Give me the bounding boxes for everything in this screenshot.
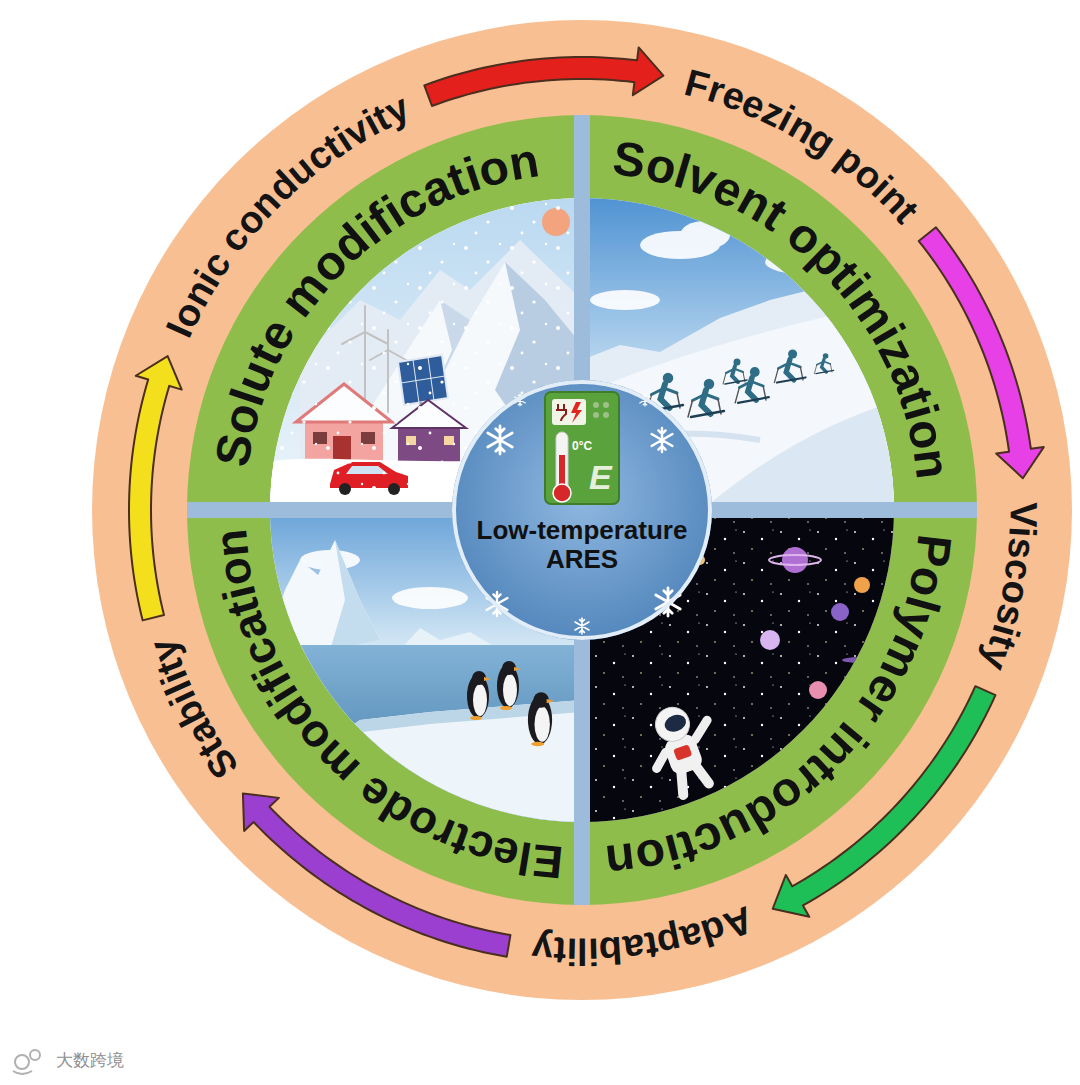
- center-disc: [452, 380, 712, 640]
- center-disc: [452, 380, 712, 640]
- circle-outline: [452, 380, 712, 640]
- battery-thermometer-icon: [593, 402, 599, 408]
- ski-slope-scene: [774, 349, 805, 382]
- space-scene: [809, 681, 827, 699]
- property-segment: Adaptability: [506, 872, 772, 976]
- strategy-sector: Polymer introduction: [571, 500, 964, 892]
- strategy-sector-text: Polymer introduction: [571, 500, 964, 892]
- strategy-sector: Solute modification: [203, 131, 575, 501]
- strategy-sector-text: Electrode modification: [202, 496, 595, 890]
- center-circle-text: Low-temperature ARES: [467, 516, 697, 574]
- strategy-sector: Electrode modification: [202, 496, 595, 890]
- snowflake-icons: [488, 426, 512, 454]
- glyph: t: [553, 931, 568, 970]
- glyph: P: [907, 532, 958, 569]
- ski-slope-scene: [688, 379, 724, 417]
- battery-thermometer-icon: [571, 402, 582, 423]
- space-scene: [854, 577, 870, 593]
- space-scene: [690, 720, 712, 739]
- glyph: V: [1004, 502, 1042, 527]
- battery-thermometer-icon: [603, 402, 609, 408]
- ski-slope-scene: [590, 290, 660, 310]
- glyph: l: [577, 932, 588, 970]
- ski-slope-scene: [723, 359, 747, 385]
- polar-scene: [392, 587, 468, 609]
- glyph: n: [604, 835, 638, 886]
- cycle-arrow: [424, 47, 663, 105]
- circle-outline: [454, 382, 710, 638]
- cycle-arrow: [129, 356, 182, 620]
- battery-thermometer-icon: [603, 412, 609, 418]
- ski-slope-scene: [735, 367, 769, 403]
- space-scene: [782, 547, 808, 573]
- battery-thermometer-icon: [556, 404, 566, 421]
- glyph: i: [588, 932, 600, 970]
- polar-scene: [497, 661, 521, 710]
- ski-slope-scene: [700, 400, 900, 512]
- glyph: y: [530, 930, 554, 970]
- battery-thermometer-icon: [553, 484, 571, 502]
- battery-thermometer-icon: [556, 432, 568, 492]
- inner-ring: [187, 115, 977, 905]
- quadrant-divider: [187, 115, 977, 905]
- glyph: a: [621, 928, 646, 968]
- quadrant-divider: [187, 115, 977, 905]
- property-segment-text: Adaptability: [506, 872, 772, 976]
- space-scene: [760, 630, 780, 650]
- strategy-sector: Solvent optimization: [579, 129, 963, 514]
- glyph: i: [566, 932, 577, 970]
- outer-ring: [92, 20, 1072, 1000]
- space-scene: [842, 657, 878, 663]
- watermark: 大数跨境: [56, 1051, 124, 1071]
- battery-thermometer-icon: [545, 392, 619, 504]
- space-scene: [651, 703, 695, 747]
- temperature-mark: 0°C: [572, 440, 592, 454]
- glyph: n: [207, 527, 255, 559]
- battery-thermometer-icon: [552, 399, 586, 425]
- space-scene: [769, 555, 821, 565]
- space-scene: [673, 744, 692, 761]
- glyph: n: [906, 446, 957, 481]
- outer-ring: [92, 20, 1072, 1000]
- center-circle: Low-temperature ARES: [452, 380, 712, 640]
- watermark-logo: [15, 1055, 29, 1069]
- snowflake-icons: [652, 428, 673, 452]
- space-scene: [662, 712, 688, 735]
- ski-slope-scene: [814, 353, 833, 373]
- glyph: b: [598, 931, 624, 970]
- polar-scene: [264, 540, 380, 660]
- snowflake-icons: [575, 618, 589, 634]
- watermark-logo: [30, 1050, 40, 1060]
- energy-letter: E: [589, 458, 612, 497]
- watermark-logo: [13, 1050, 40, 1074]
- strategy-sector-text: Solute modification: [203, 131, 575, 501]
- glyph: E: [530, 836, 565, 884]
- polar-scene: [330, 540, 380, 650]
- ski-slope-scene: [680, 221, 730, 249]
- polar-scene: [467, 671, 491, 720]
- battery-thermometer-icon: [593, 412, 599, 418]
- inner-ring: [187, 115, 977, 905]
- property-segment: Viscosity: [947, 476, 1048, 692]
- polar-scene: [528, 692, 554, 746]
- space-scene: [831, 603, 849, 621]
- space-scene: [638, 697, 728, 801]
- watermark-logo: [13, 1071, 32, 1074]
- property-segment-text: Viscosity: [947, 476, 1048, 692]
- strategy-sector-text: Solvent optimization: [579, 129, 963, 514]
- battery-thermometer-icon: [545, 392, 619, 504]
